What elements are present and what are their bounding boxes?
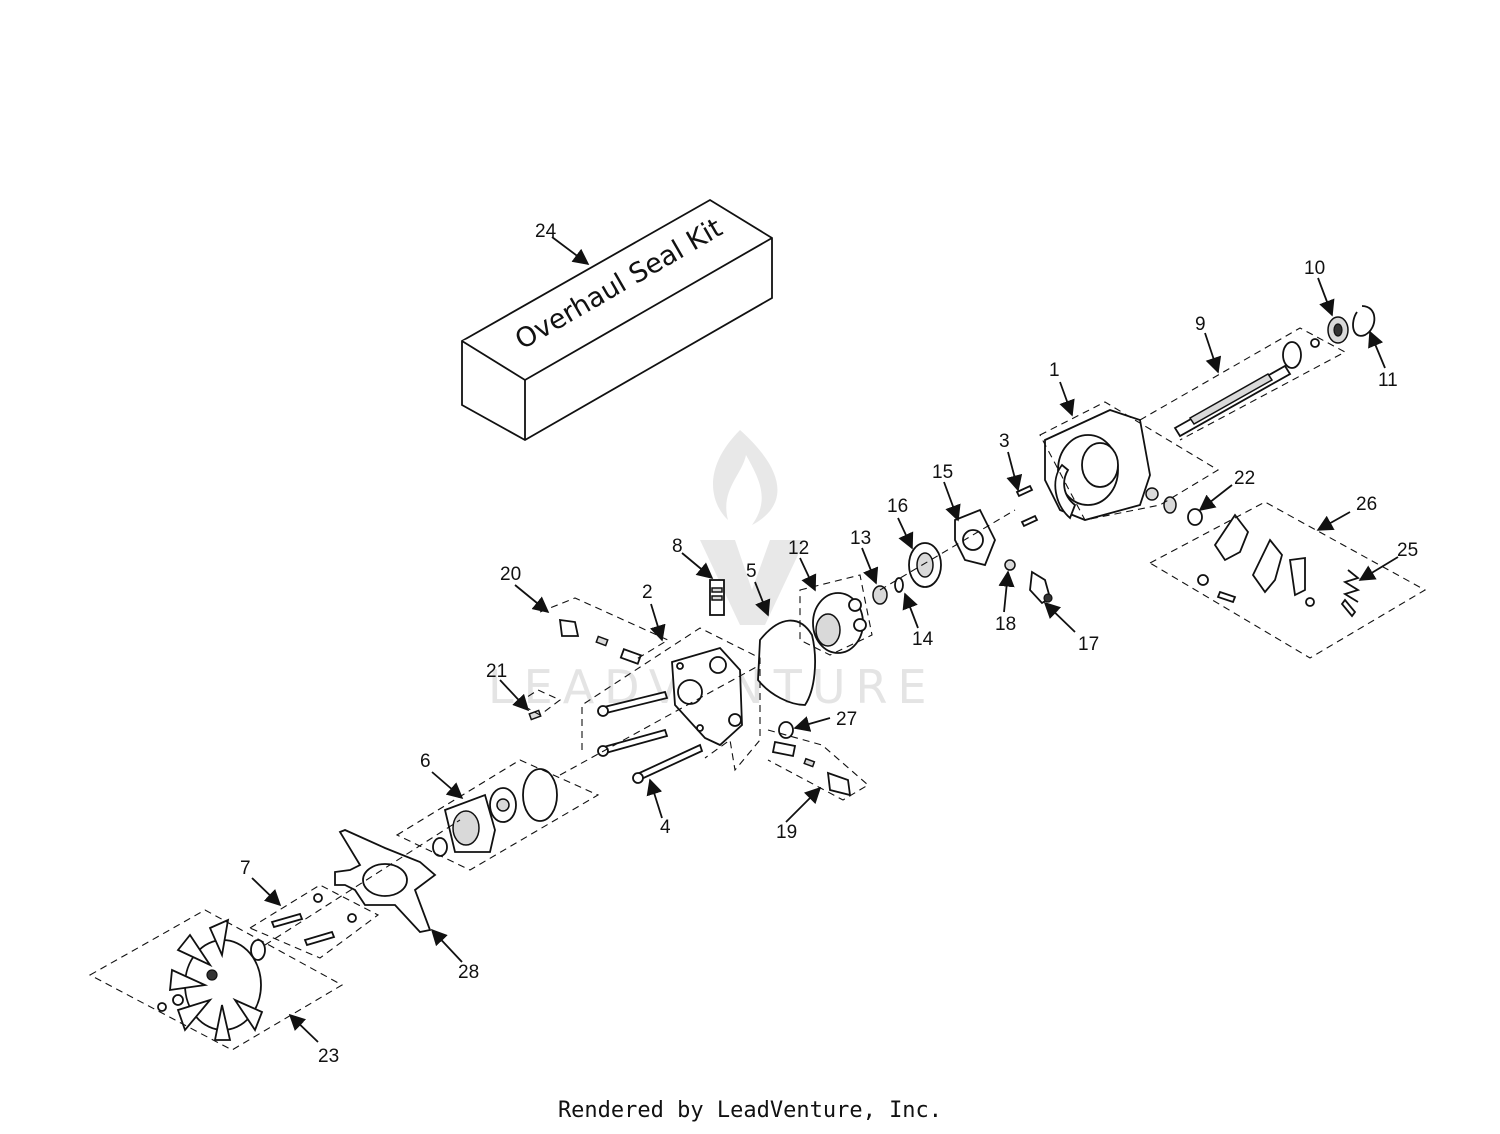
retaining-ring-11	[1352, 305, 1376, 337]
fitting-21	[528, 709, 542, 721]
bushing-18	[1004, 559, 1016, 571]
callout-21: 21	[486, 661, 507, 682]
callout-1: 1	[1049, 360, 1060, 381]
check-valve-8	[709, 579, 725, 616]
callout-2: 2	[642, 582, 653, 603]
center-section-15	[954, 508, 996, 567]
plug-27	[778, 721, 794, 739]
trunnion-17	[1029, 570, 1053, 605]
overhaul-seal-kit-box: Overhaul Seal Kit	[461, 198, 773, 442]
callout-27: 27	[836, 709, 857, 730]
spring-25	[1342, 569, 1361, 603]
cylinder-block-12	[812, 592, 867, 654]
main-housing	[1044, 409, 1159, 521]
key-3	[1015, 484, 1039, 528]
mounting-bracket-28	[334, 829, 437, 933]
footer-credit: Rendered by LeadVenture, Inc.	[557, 1098, 943, 1123]
callout-3: 3	[999, 431, 1010, 452]
callout-9: 9	[1195, 314, 1206, 335]
callout-24: 24	[535, 221, 557, 242]
callout-15: 15	[932, 462, 953, 483]
callout-18: 18	[995, 614, 1016, 635]
bypass-valve-20	[558, 618, 642, 665]
callout-6: 6	[420, 751, 431, 772]
callout-20: 20	[500, 564, 521, 585]
input-shaft	[1173, 338, 1320, 438]
end-cap-2	[671, 646, 743, 747]
valve-19	[771, 740, 852, 797]
callout-10: 10	[1304, 258, 1325, 279]
callout-19: 19	[776, 822, 797, 843]
gasket-5	[757, 619, 816, 706]
callout-7: 7	[240, 858, 251, 879]
callout-13: 13	[850, 528, 871, 549]
cooling-fan-23	[157, 918, 266, 1041]
bearing-13	[872, 585, 888, 605]
seal-22	[1163, 496, 1203, 526]
control-linkage-26	[1197, 513, 1357, 618]
callout-numbers: 1 2 3 4 5 6 7 8 9 10 11 12 13 14 15 16 1…	[240, 221, 1418, 1067]
callout-14: 14	[912, 629, 934, 650]
seal-16	[908, 542, 942, 588]
washer-14	[894, 577, 904, 593]
callout-28: 28	[458, 962, 479, 983]
callout-22: 22	[1234, 468, 1255, 489]
bolts-7	[270, 893, 357, 947]
callout-23: 23	[318, 1046, 339, 1067]
callout-leaders	[251, 236, 1399, 1043]
callout-11: 11	[1378, 370, 1398, 391]
callout-26: 26	[1356, 494, 1377, 515]
callout-12: 12	[788, 538, 809, 559]
callout-16: 16	[887, 496, 908, 517]
assembly-axis-line	[264, 509, 1016, 946]
callout-25: 25	[1397, 540, 1418, 561]
callout-17: 17	[1078, 634, 1099, 655]
callout-4: 4	[660, 817, 671, 838]
motor-assembly-6	[432, 768, 558, 857]
callout-8: 8	[672, 536, 683, 557]
assembly-group-outlines	[88, 327, 1427, 1051]
bolts-4	[597, 690, 704, 784]
callout-5: 5	[746, 561, 757, 582]
bearing-10	[1327, 316, 1349, 344]
